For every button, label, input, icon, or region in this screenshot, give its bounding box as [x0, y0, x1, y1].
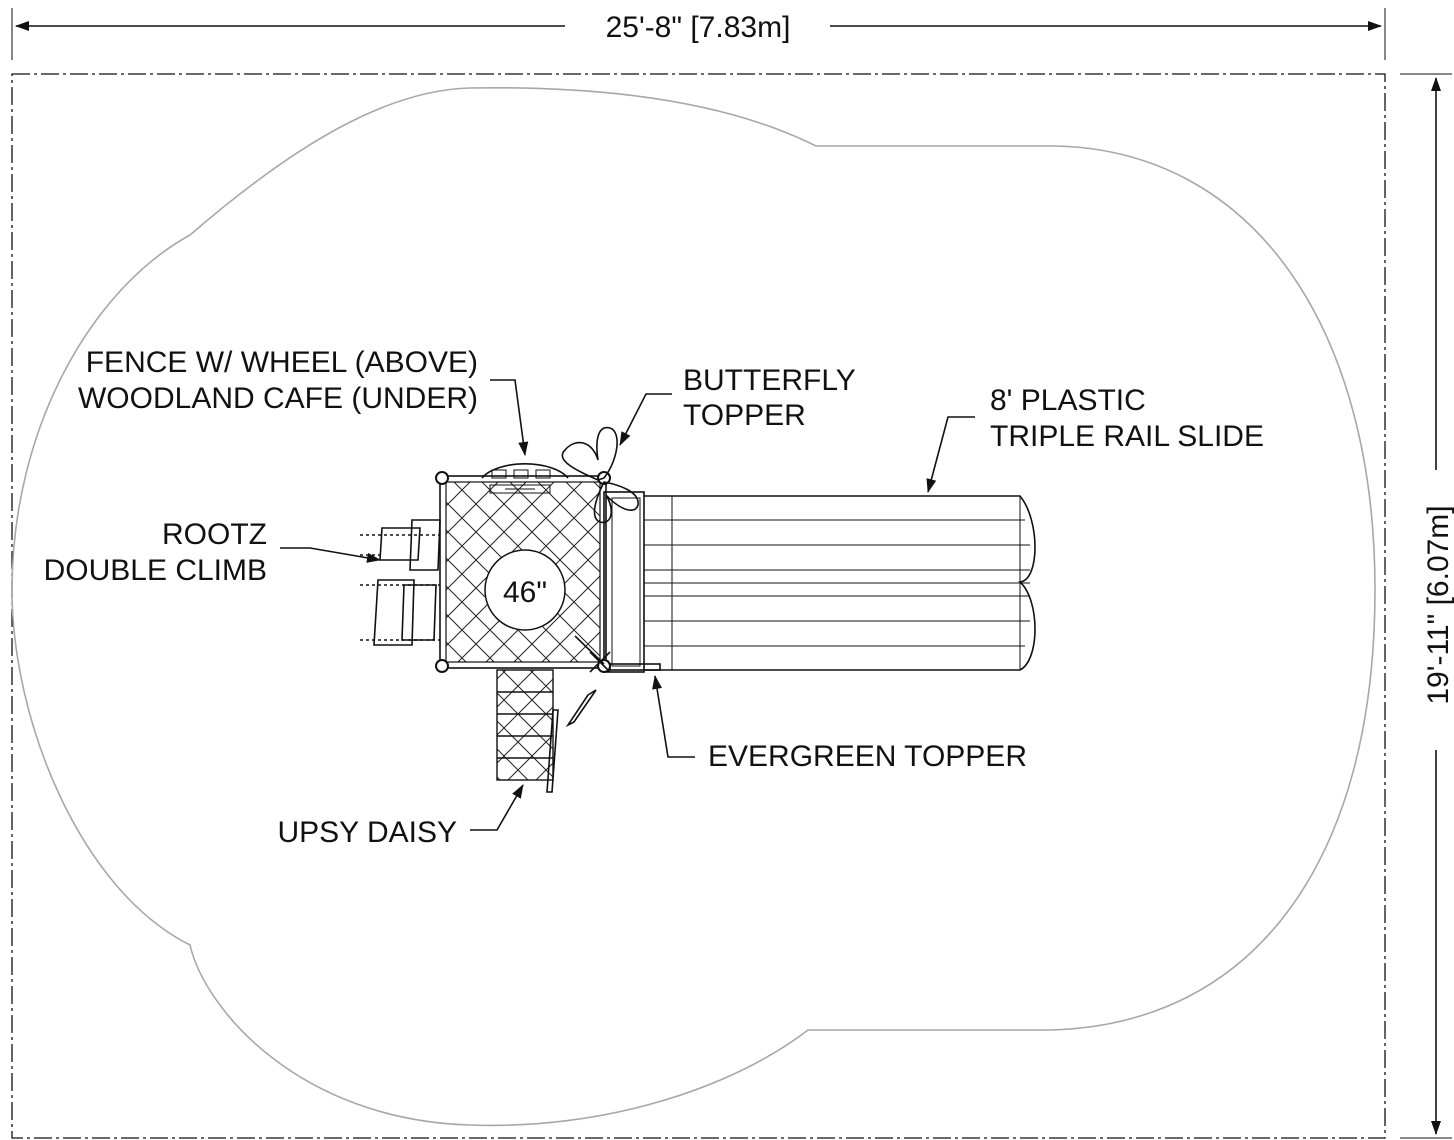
upsy-leader — [470, 784, 524, 831]
fence-wheel — [481, 463, 569, 494]
safety-zone-outline — [11, 87, 1376, 1127]
deck-platform — [435, 471, 611, 673]
height-dimension-label: 19'-11" [6.07m] — [1422, 505, 1454, 704]
rootz-double-climb — [360, 519, 441, 646]
triple-rail-slide — [603, 491, 1036, 673]
butterfly-label-line2: TOPPER — [683, 399, 806, 432]
width-dimension-label: 25'-8" [7.83m] — [606, 11, 791, 44]
deck-height-label: 46" — [503, 576, 547, 609]
butterfly-shape — [561, 426, 639, 524]
fence-label-line2: WOODLAND CAFE (UNDER) — [78, 382, 478, 415]
post-bottom-left — [435, 659, 449, 673]
rootz-label-line2: DOUBLE CLIMB — [44, 554, 267, 587]
evergreen-leader — [652, 675, 695, 758]
evergreen-topper — [589, 651, 661, 673]
width-dimension — [11, 8, 1386, 60]
rootz-leader — [280, 547, 381, 563]
use-zone-boundary — [11, 73, 1386, 1139]
fence-leader — [490, 379, 529, 456]
butterfly-label-line1: BUTTERFLY — [683, 364, 856, 397]
post-top-left — [435, 471, 449, 485]
slide-label-line2: TRIPLE RAIL SLIDE — [990, 420, 1264, 453]
upsy-label: UPSY DAISY — [277, 816, 457, 849]
fence-label-line1: FENCE W/ WHEEL (ABOVE) — [86, 346, 478, 379]
evergreen-label: EVERGREEN TOPPER — [708, 740, 1027, 773]
slide-label-line1: 8' PLASTIC — [990, 384, 1146, 417]
deck-height-circle — [484, 549, 566, 631]
upsy-daisy-steps — [496, 669, 597, 793]
rootz-label-line1: ROOTZ — [162, 518, 267, 551]
height-dimension — [1400, 73, 1452, 1139]
slide-leader — [926, 416, 975, 493]
butterfly-leader — [619, 393, 672, 446]
